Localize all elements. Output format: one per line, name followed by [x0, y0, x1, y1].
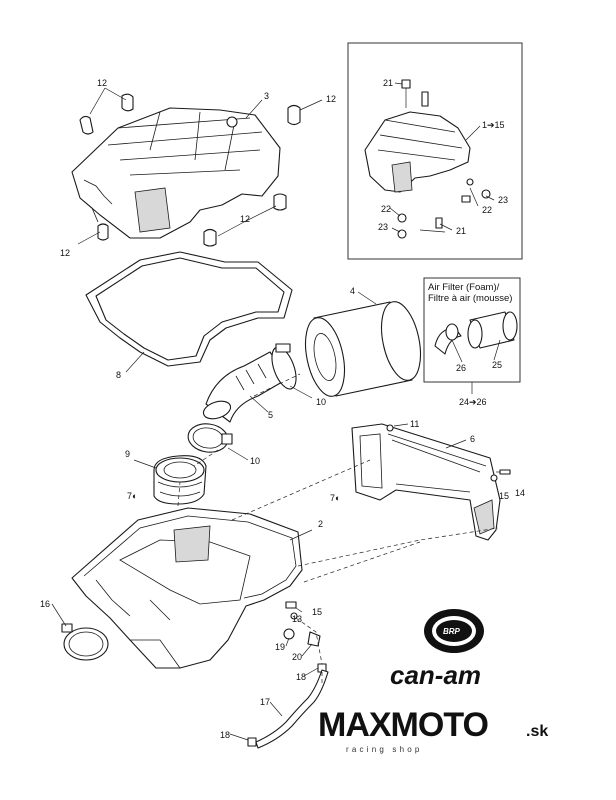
label-11: 11	[410, 419, 419, 429]
label-2: 2	[318, 519, 323, 529]
label-22: 22	[482, 205, 492, 215]
spring-clip-12-left-top	[79, 93, 134, 135]
label-12: 12	[97, 78, 107, 88]
spring-clip-12-right-top	[287, 104, 301, 126]
label-12: 12	[326, 94, 336, 104]
label-15: 15	[499, 491, 509, 501]
label-19: 19	[275, 642, 285, 652]
label-24-to-26: 24➔26	[459, 397, 487, 407]
label-21: 21	[456, 226, 466, 236]
maxmoto-wordmark: MAXMOTO	[318, 706, 488, 744]
air-filter-box-title: Air Filter (Foam)/	[428, 282, 500, 293]
label-14: 14	[515, 488, 525, 498]
air-box-cover	[71, 107, 281, 239]
brp-badge: BRP	[443, 627, 461, 636]
gasket-8	[85, 251, 293, 367]
label-23: 23	[498, 195, 508, 205]
canam-wordmark: can-am	[390, 660, 481, 690]
clamp-10-lower	[187, 423, 233, 453]
leader-lines	[51, 82, 501, 741]
label-9: 9	[125, 449, 130, 459]
label-4: 4	[350, 286, 355, 296]
side-bracket-6	[351, 423, 501, 541]
label-12: 12	[240, 214, 250, 224]
canam-logo: BRP can-am	[390, 609, 484, 690]
label-7-right: 7◐	[330, 493, 340, 503]
label-1-to-15: 1➔15	[482, 120, 505, 130]
label-22: 22	[381, 204, 391, 214]
air-filter-4	[304, 301, 422, 397]
screw-14	[496, 469, 511, 475]
label-16: 16	[40, 599, 50, 609]
maxmoto-tld: .sk	[526, 723, 548, 740]
label-10: 10	[316, 397, 326, 407]
label-12: 12	[60, 248, 70, 258]
label-10: 10	[250, 456, 260, 466]
label-8: 8	[116, 370, 121, 380]
spring-clip-12-bottom-left	[97, 223, 109, 241]
label-18: 18	[296, 672, 306, 682]
label-21: 21	[383, 78, 393, 88]
label-17: 17	[260, 697, 270, 707]
label-20: 20	[292, 652, 302, 662]
maxmoto-logo: MAXMOTO .sk racing shop	[318, 706, 548, 754]
spring-clip-12-bottom-right	[203, 193, 287, 247]
clamp-10-upper	[271, 343, 297, 390]
bolt-15-left	[285, 601, 297, 609]
drain-parts	[247, 628, 329, 749]
assembly-inset	[347, 42, 523, 260]
label-6: 6	[470, 434, 475, 444]
label-3: 3	[264, 91, 269, 101]
label-5: 5	[268, 410, 273, 420]
label-18: 18	[220, 730, 230, 740]
washer-13	[290, 612, 298, 620]
maxmoto-tagline: racing shop	[346, 745, 423, 754]
air-box-base-2	[71, 507, 303, 669]
label-25: 25	[492, 360, 502, 370]
part-labels: 12 3 12 12 12 21 1➔15 23 22 22 23 21 8 4…	[40, 78, 525, 740]
label-26: 26	[456, 363, 466, 373]
label-15: 15	[312, 607, 322, 617]
foam-filter-inset	[423, 277, 521, 383]
label-13: 13	[292, 614, 302, 624]
adapter-9	[153, 455, 207, 505]
label-7-left: 7◐	[127, 491, 137, 501]
air-filter-box-title-fr: Filtre à air (mousse)	[428, 293, 512, 304]
washer-15-right	[490, 474, 498, 482]
clamp-16	[61, 623, 109, 661]
label-23: 23	[378, 222, 388, 232]
